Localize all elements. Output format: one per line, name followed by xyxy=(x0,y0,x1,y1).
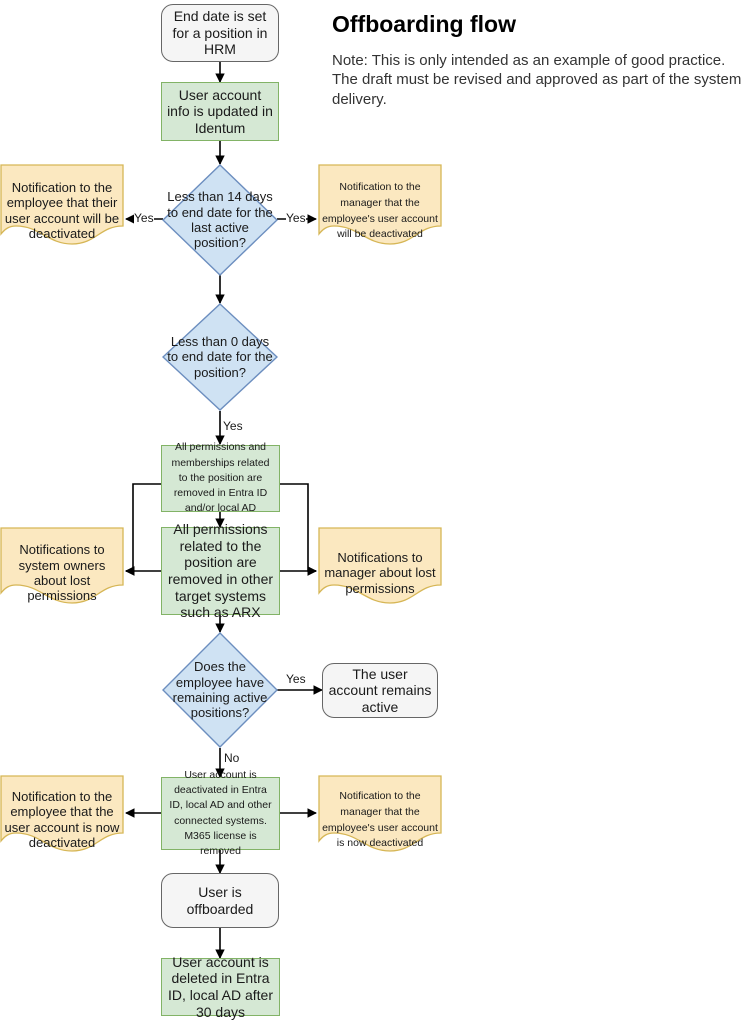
note-employee-will-be-deactivated-label: Notification to the employee that their … xyxy=(4,179,120,241)
node-deactivate-account-label: User account is deactivated in Entra ID,… xyxy=(169,768,272,857)
node-decision-14-days[interactable]: Less than 14 days to end date for the la… xyxy=(162,164,278,276)
node-decision-0-days-label: Less than 0 days to end date for the pos… xyxy=(167,334,273,380)
note-manager-lost-permissions-label: Notifications to manager about lost perm… xyxy=(324,550,436,596)
diamond-shape xyxy=(162,632,278,748)
header-note: Note: This is only intended as an exampl… xyxy=(332,52,742,108)
header: Offboarding flow Note: This is only inte… xyxy=(332,11,744,109)
note-manager-lost-permissions[interactable]: Notifications to manager about lost perm… xyxy=(318,527,442,610)
node-start[interactable]: End date is set for a position in HRM xyxy=(161,4,279,62)
note-shape xyxy=(318,164,442,245)
note-employee-now-deactivated-label: Notification to the employee that the us… xyxy=(4,788,120,850)
edge-label-text: Yes xyxy=(286,672,306,686)
note-manager-now-deactivated-label: Notification to the manager that the emp… xyxy=(322,790,438,850)
edge-label-text: No xyxy=(224,751,240,765)
note-system-owners-lost-permissions-label: Notifications to system owners about los… xyxy=(18,542,106,604)
note-shape xyxy=(318,775,442,852)
node-remove-permissions-other-label: All permissions related to the position … xyxy=(167,521,274,621)
node-identum[interactable]: User account info is updated in Identum xyxy=(161,82,279,141)
note-shape xyxy=(0,164,124,245)
edge-label-text: Yes xyxy=(223,419,243,433)
diamond-shape xyxy=(162,303,278,411)
note-manager-will-be-deactivated[interactable]: Notification to the manager that the emp… xyxy=(318,164,442,251)
edge-label-text: Yes xyxy=(134,211,154,225)
page-title: Offboarding flow xyxy=(332,11,516,37)
node-deactivate-account[interactable]: User account is deactivated in Entra ID,… xyxy=(161,769,280,857)
node-account-deleted-label: User account is deleted in Entra ID, loc… xyxy=(167,953,274,1020)
edge-perm-entra-to-note-system-owners xyxy=(125,483,161,576)
node-user-offboarded-label: User is offboarded xyxy=(186,883,254,917)
node-decision-remaining-positions[interactable]: Does the employee have remaining active … xyxy=(162,632,278,748)
node-decision-0-days[interactable]: Less than 0 days to end date for the pos… xyxy=(162,303,278,411)
node-remove-permissions-entra[interactable]: All permissions and memberships related … xyxy=(161,441,280,514)
note-manager-will-be-deactivated-label: Notification to the manager that the emp… xyxy=(322,181,438,241)
note-manager-now-deactivated[interactable]: Notification to the manager that the emp… xyxy=(318,775,442,858)
edge-perm-entra-to-note-manager-permissions xyxy=(280,483,317,576)
node-account-remains-active-label: The user account remains active xyxy=(328,665,432,715)
node-start-label: End date is set for a position in HRM xyxy=(172,8,268,58)
node-account-deleted[interactable]: User account is deleted in Entra ID, loc… xyxy=(161,954,280,1020)
node-decision-remaining-positions-label: Does the employee have remaining active … xyxy=(172,659,268,721)
edge-label-yes-remaining: Yes xyxy=(286,673,306,685)
note-shape xyxy=(0,527,124,604)
edge-label-no-remaining: No xyxy=(224,751,240,765)
node-account-remains-active[interactable]: The user account remains active xyxy=(322,663,438,718)
note-employee-now-deactivated[interactable]: Notification to the employee that the us… xyxy=(0,775,124,858)
note-shape xyxy=(318,527,442,604)
edge-label-yes-dec0: Yes xyxy=(223,420,243,432)
node-decision-14-days-label: Less than 14 days to end date for the la… xyxy=(167,189,273,251)
node-user-offboarded[interactable]: User is offboarded xyxy=(161,873,279,928)
node-identum-label: User account info is updated in Identum xyxy=(167,86,273,136)
edge-label-yes-left-14: Yes xyxy=(134,212,154,224)
note-employee-will-be-deactivated[interactable]: Notification to the employee that their … xyxy=(0,164,124,251)
edge-label-text: Yes xyxy=(286,211,306,225)
node-remove-permissions-entra-label: All permissions and memberships related … xyxy=(171,441,270,515)
note-shape xyxy=(0,775,124,852)
note-system-owners-lost-permissions[interactable]: Notifications to system owners about los… xyxy=(0,527,124,610)
edge-label-yes-right-14: Yes xyxy=(286,212,306,224)
node-remove-permissions-other[interactable]: All permissions related to the position … xyxy=(161,521,280,620)
